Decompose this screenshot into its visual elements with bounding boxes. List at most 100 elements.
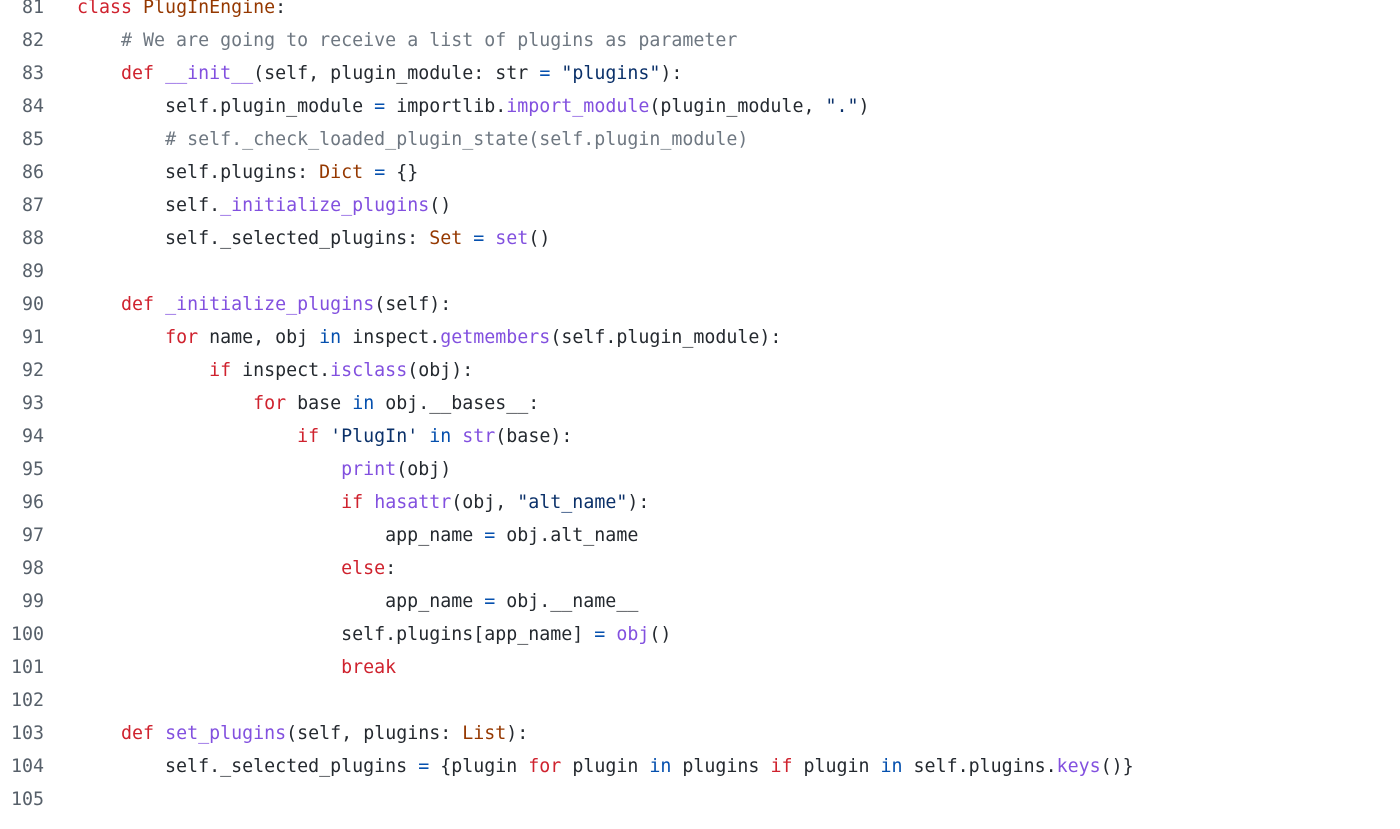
code-line: 97 app_name = obj.alt_name: [0, 519, 1400, 552]
code-token: ".": [825, 96, 859, 117]
code-token: for: [165, 327, 199, 348]
code-token: self.plugins[app_name]: [77, 624, 595, 645]
code-token: [319, 426, 330, 447]
code-line: 95 print(obj): [0, 453, 1400, 486]
code-line: 81 class PlugInEngine:: [0, 0, 1400, 24]
code-token: plugin: [792, 756, 881, 777]
code-token: {}: [385, 162, 419, 183]
code-line: 99 app_name = obj.__name__: [0, 585, 1400, 618]
line-number[interactable]: 83: [21, 63, 44, 84]
code-line: 86 self.plugins: Dict = {}: [0, 156, 1400, 189]
line-number[interactable]: 95: [21, 459, 44, 480]
code-token: [462, 228, 473, 249]
code-line: 103 def set_plugins(self, plugins: List)…: [0, 717, 1400, 750]
code-token: print: [341, 459, 397, 480]
code-token: [550, 63, 561, 84]
line-number[interactable]: 97: [21, 525, 44, 546]
code-line: 82 # We are going to receive a list of p…: [0, 24, 1400, 57]
line-number[interactable]: 101: [10, 657, 44, 678]
code-token: PlugInEngine: [143, 0, 276, 18]
line-code: for base in obj.__bases__:: [77, 387, 539, 420]
code-token: obj.__bases__:: [374, 393, 540, 414]
code-token: _initialize_plugins: [220, 195, 430, 216]
code-token: [154, 723, 165, 744]
line-number[interactable]: 81: [21, 0, 44, 18]
code-token: obj: [616, 624, 650, 645]
code-token: [154, 294, 165, 315]
code-token: (): [649, 624, 672, 645]
line-code: if hasattr(obj, "alt_name"):: [77, 486, 649, 519]
code-token: self.plugin_module: [77, 96, 375, 117]
code-token: =: [594, 624, 606, 645]
code-token: [77, 393, 253, 414]
code-token: [77, 492, 341, 513]
code-token: __init__: [165, 63, 254, 84]
line-code: def _initialize_plugins(self):: [77, 288, 451, 321]
code-token: Dict: [319, 162, 364, 183]
line-number[interactable]: 88: [21, 228, 44, 249]
code-token: for: [253, 393, 287, 414]
code-token: def: [121, 723, 155, 744]
code-token: in: [429, 426, 452, 447]
code-token: [77, 558, 341, 579]
line-number[interactable]: 102: [10, 690, 44, 711]
line-number[interactable]: 91: [21, 327, 44, 348]
code-token: # self._check_loaded_plugin_state(self.p…: [165, 129, 749, 150]
line-number[interactable]: 93: [21, 393, 44, 414]
line-code: class PlugInEngine:: [77, 0, 286, 24]
code-line: 100 self.plugins[app_name] = obj(): [0, 618, 1400, 651]
code-token: [363, 162, 374, 183]
code-token: in: [352, 393, 375, 414]
line-number[interactable]: 96: [21, 492, 44, 513]
line-number[interactable]: 99: [21, 591, 44, 612]
code-token: [77, 327, 165, 348]
code-token: if: [770, 756, 793, 777]
code-token: (obj):: [407, 360, 474, 381]
code-line: 94 if 'PlugIn' in str(base):: [0, 420, 1400, 453]
line-number[interactable]: 100: [10, 624, 44, 645]
code-token: if: [297, 426, 320, 447]
code-token: plugin: [561, 756, 650, 777]
line-number[interactable]: 94: [21, 426, 44, 447]
line-code: # self._check_loaded_plugin_state(self.p…: [77, 123, 748, 156]
line-number[interactable]: 104: [10, 756, 44, 777]
line-number[interactable]: 82: [21, 30, 44, 51]
line-number[interactable]: 90: [21, 294, 44, 315]
code-token: def: [121, 63, 155, 84]
line-number[interactable]: 85: [21, 129, 44, 150]
code-token: if: [341, 492, 364, 513]
code-token: getmembers: [440, 327, 551, 348]
line-number[interactable]: 84: [21, 96, 44, 117]
line-code: def __init__(self, plugin_module: str = …: [77, 57, 682, 90]
line-code: self._initialize_plugins(): [77, 189, 451, 222]
code-line: 89: [0, 255, 1400, 288]
code-token: for: [528, 756, 562, 777]
code-token: hasattr: [374, 492, 452, 513]
line-code: if inspect.isclass(obj):: [77, 354, 473, 387]
line-number[interactable]: 86: [21, 162, 44, 183]
code-token: :: [385, 558, 397, 579]
line-number[interactable]: 105: [10, 789, 44, 810]
code-token: [77, 129, 165, 150]
code-line: 96 if hasattr(obj, "alt_name"):: [0, 486, 1400, 519]
code-token: self._selected_plugins: [77, 756, 419, 777]
line-number[interactable]: 87: [21, 195, 44, 216]
code-token: [77, 426, 297, 447]
code-token: keys: [1056, 756, 1101, 777]
code-line: 93 for base in obj.__bases__:: [0, 387, 1400, 420]
code-line: 104 self._selected_plugins = {plugin for…: [0, 750, 1400, 783]
code-token: plugins: [671, 756, 771, 777]
code-token: isclass: [330, 360, 408, 381]
code-token: [418, 426, 429, 447]
line-number[interactable]: 89: [21, 261, 44, 282]
code-token: set_plugins: [165, 723, 287, 744]
code-token: List: [462, 723, 507, 744]
line-number[interactable]: 98: [21, 558, 44, 579]
code-token: self.plugins:: [77, 162, 320, 183]
line-code: def set_plugins(self, plugins: List):: [77, 717, 528, 750]
code-token: (self.plugin_module):: [550, 327, 782, 348]
line-number[interactable]: 103: [10, 723, 44, 744]
code-token: in: [880, 756, 903, 777]
line-number[interactable]: 92: [21, 360, 44, 381]
code-token: inspect.: [341, 327, 441, 348]
